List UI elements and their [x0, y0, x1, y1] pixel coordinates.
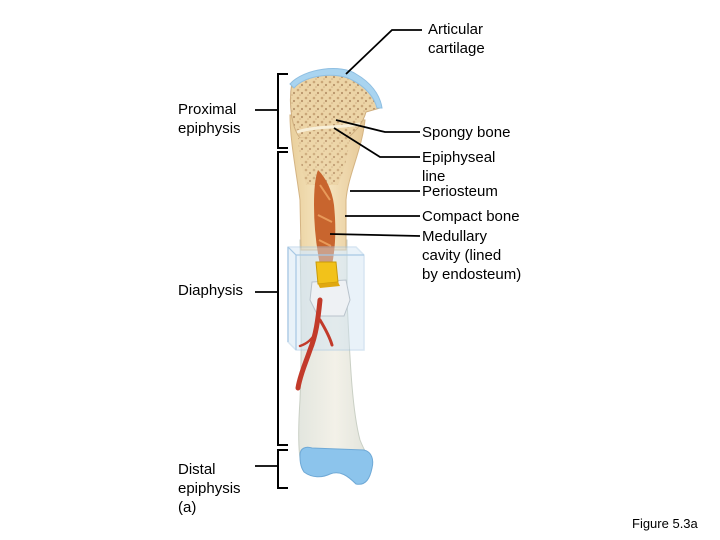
label-spongy-bone: Spongy bone — [422, 124, 511, 141]
leader-epiphyseal-line — [333, 127, 420, 158]
yellow-marrow — [315, 261, 339, 285]
label-medullary-cavity: Medullary cavity (lined by endosteum) — [422, 228, 522, 283]
label-periosteum: Periosteum — [422, 183, 498, 200]
leader-spongy-bone — [335, 119, 420, 133]
label-compact-bone: Compact bone — [422, 208, 520, 225]
label-epiphyseal-line: Epiphyseal line — [422, 149, 496, 185]
leader-medullary-cavity — [329, 233, 421, 237]
label-proximal-epiphysis: Proximal epiphysis — [178, 101, 241, 137]
leader-lines — [255, 29, 422, 467]
region-brackets — [277, 73, 288, 489]
distal-epiphysis-shape — [299, 446, 374, 485]
label-diaphysis: Diaphysis — [178, 282, 244, 299]
figure-label: Figure 5.3a — [632, 516, 698, 531]
artery — [295, 297, 323, 391]
spongy-bone-region — [298, 136, 350, 185]
label-distal-epiphysis: Distal epiphysis (a) — [178, 461, 241, 516]
articular-cartilage-shape — [289, 68, 383, 109]
leader-articular-cartilage — [345, 29, 422, 75]
label-articular-cartilage: Articular cartilage — [428, 21, 485, 57]
